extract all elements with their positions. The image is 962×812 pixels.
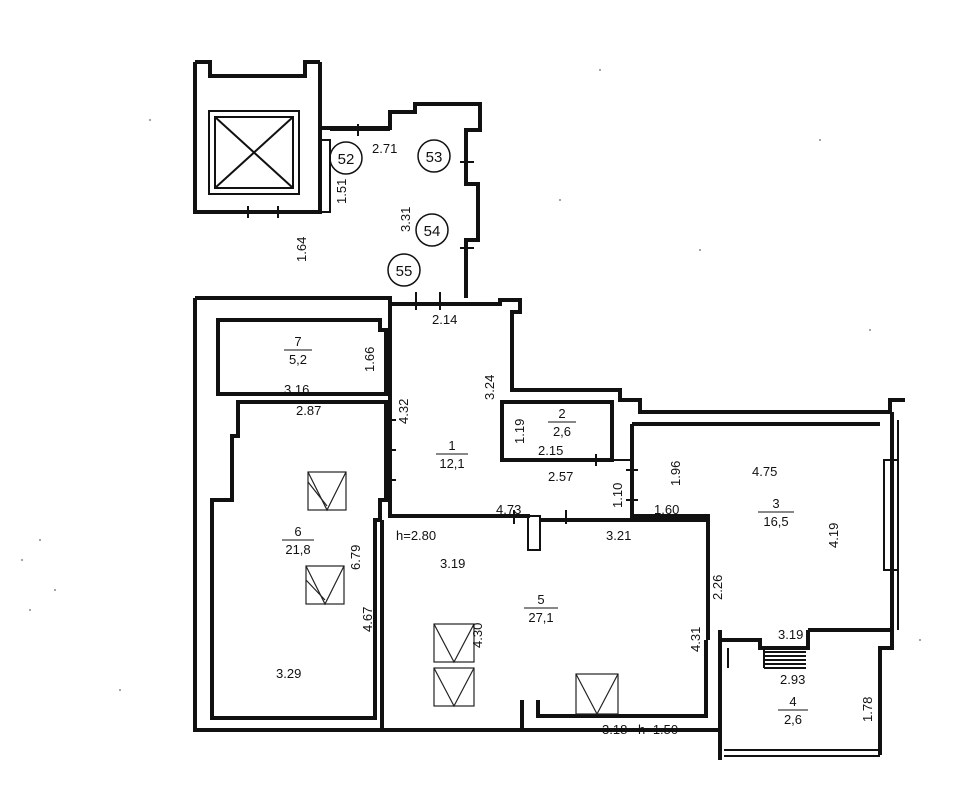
dimension-label: 4.31 — [688, 627, 703, 652]
dimension-label: 1.19 — [512, 419, 527, 444]
room-number: 6 — [294, 524, 301, 539]
dimension-label: 3.16 — [284, 382, 309, 397]
room-area: 2,6 — [784, 712, 802, 727]
dimension-label: 1.60 — [654, 502, 679, 517]
dimension-label: 2.87 — [296, 403, 321, 418]
dimension-label: 2.15 — [538, 443, 563, 458]
dimension-label: 3.19 — [778, 627, 803, 642]
dimension-label: 2.57 — [548, 469, 573, 484]
room-4-label: 4 2,6 — [778, 694, 808, 727]
dimension-label: 4.73 — [496, 502, 521, 517]
marker-52-label: 52 — [338, 151, 355, 168]
dimension-label: 4.32 — [396, 399, 411, 424]
room-2-label: 2 2,6 — [548, 406, 576, 439]
marker-55-label: 55 — [396, 263, 413, 280]
stair-steps — [727, 648, 806, 669]
opening-ticks — [247, 206, 638, 524]
specks — [21, 69, 921, 691]
dimension-label: 1.66 — [362, 347, 377, 372]
dimension-label: 1.78 — [860, 697, 875, 722]
marker-54-label: 54 — [424, 223, 441, 240]
dimension-label: h=1.50 — [638, 722, 678, 737]
room-number: 5 — [537, 592, 544, 607]
room-area: 27,1 — [528, 610, 553, 625]
dimension-label: 3.29 — [276, 666, 301, 681]
vent-box — [433, 623, 475, 664]
dimension-label: 1.10 — [610, 483, 625, 508]
room-3-label: 3 16,5 — [758, 496, 794, 529]
marker-52: 52 — [329, 141, 363, 175]
room-area: 21,8 — [285, 542, 310, 557]
elevator-shaft — [193, 60, 322, 214]
dimension-label: 1.64 — [294, 237, 309, 262]
marker-53-label: 53 — [426, 149, 443, 166]
marker-53: 53 — [417, 139, 451, 173]
room-number: 3 — [772, 496, 779, 511]
apartment-walls — [193, 296, 905, 760]
room-area: 12,1 — [439, 456, 464, 471]
dimension-label: 6.79 — [348, 545, 363, 570]
marker-55: 55 — [387, 253, 421, 287]
fixtures — [305, 471, 619, 716]
dimensions-horizontal: 2.71 2.14 3.16 2.87 2.15 2.57 4.75 4.73 … — [276, 141, 805, 737]
vent-box — [575, 673, 619, 716]
vent-box — [307, 471, 347, 512]
corridor-walls — [318, 62, 482, 298]
dimensions-vertical: 1.51 3.31 1.64 1.66 4.32 3.24 1.19 1.10 … — [294, 179, 875, 722]
room-1-label: 1 12,1 — [436, 438, 468, 471]
dimension-label: 3.19 — [440, 556, 465, 571]
dimension-label: 3.31 — [398, 207, 413, 232]
dimension-label: 3.21 — [606, 528, 631, 543]
room-6-label: 6 21,8 — [282, 524, 314, 557]
dimension-label: 1.51 — [334, 179, 349, 204]
dimension-label: 4.30 — [470, 623, 485, 648]
dimension-label: 3.24 — [482, 375, 497, 400]
dimension-label: 4.19 — [826, 523, 841, 548]
dimension-label: 4.75 — [752, 464, 777, 479]
dimension-label: 3.18 — [602, 722, 627, 737]
dimension-label: 1.96 — [668, 461, 683, 486]
dimension-label: 4.67 — [360, 607, 375, 632]
dimension-label: 2.14 — [432, 312, 457, 327]
room-number: 4 — [789, 694, 796, 709]
room-area: 2,6 — [553, 424, 571, 439]
room-area: 16,5 — [763, 514, 788, 529]
room-area: 5,2 — [289, 352, 307, 367]
dimension-label: 2.26 — [710, 575, 725, 600]
dimension-label: 2.93 — [780, 672, 805, 687]
marker-54: 54 — [415, 213, 449, 247]
vent-box — [433, 667, 475, 708]
room-number: 7 — [294, 334, 301, 349]
vent-box — [305, 565, 345, 606]
room-number: 1 — [448, 438, 455, 453]
room-7-label: 7 5,2 — [284, 334, 312, 367]
room-5-label: 5 27,1 — [524, 592, 558, 625]
dimension-label: 2.71 — [372, 141, 397, 156]
dimension-label: h=2.80 — [396, 528, 436, 543]
room-number: 2 — [558, 406, 565, 421]
